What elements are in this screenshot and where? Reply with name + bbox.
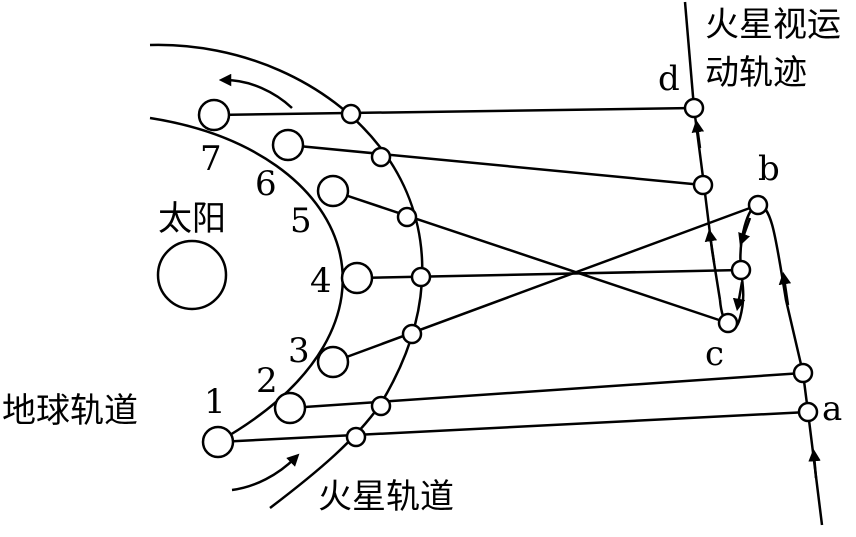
mars-track-label-line1: 火星视运	[705, 5, 841, 45]
earth-position-4	[340, 261, 374, 295]
mars-apparent-point-6	[692, 174, 714, 196]
earth-number-6: 6	[255, 164, 277, 204]
track-arrow-up-right	[778, 271, 792, 306]
mars-orbit-position-6	[370, 146, 392, 168]
mars-apparent-point-2	[792, 362, 814, 384]
earth-number-3: 3	[288, 331, 310, 371]
sun-label: 太阳	[158, 199, 226, 239]
sight-line-2	[289, 371, 804, 410]
track-arrow-down-c	[732, 281, 746, 312]
mars-track-label-line2: 动轨迹	[705, 53, 807, 93]
earth-position-1	[201, 425, 235, 459]
earth-number-1: 1	[204, 382, 226, 422]
earth-number-7: 7	[200, 139, 222, 179]
mars-orbit-markers	[340, 103, 432, 448]
mars-orbit-label: 火星轨道	[318, 477, 454, 517]
earth-orbit-direction-arrow	[218, 73, 293, 109]
track-arrow-up-top	[691, 119, 705, 149]
earth-position-2	[273, 391, 307, 425]
mars-point-a: a	[822, 389, 842, 429]
earth-number-4: 4	[310, 261, 332, 301]
track-line-upper	[683, 1, 696, 109]
mars-point-d: d	[658, 59, 680, 99]
sight-line-1	[217, 410, 809, 444]
mars-orbit-position-2	[370, 395, 392, 417]
track-arrow-up-lower	[808, 448, 821, 479]
mars-apparent-point-1	[797, 401, 819, 423]
earth-position-markers	[197, 98, 374, 459]
mars-orbit-position-4	[410, 266, 432, 288]
sun-icon	[156, 239, 228, 311]
earth-position-3	[316, 345, 350, 379]
earth-position-7	[197, 98, 231, 132]
mars-orbit-position-5	[396, 206, 418, 228]
mars-point-b: b	[758, 149, 780, 189]
earth-position-6	[271, 128, 305, 162]
earth-position-5	[316, 174, 350, 208]
track-arrow-down-b	[738, 217, 752, 246]
mars-point-c: c	[705, 334, 724, 374]
sight-line-7	[213, 106, 695, 117]
mars-apparent-point-7	[683, 97, 705, 119]
earth-orbit-label: 地球轨道	[2, 391, 138, 431]
mars-apparent-point-5	[717, 312, 739, 334]
mars-orbit-position-3	[401, 323, 423, 345]
earth-orbit-arc	[149, 116, 344, 444]
sight-line-3	[332, 203, 759, 364]
sight-lines	[213, 106, 809, 444]
mars-orbit-position-1	[345, 426, 367, 448]
mars-orbit-direction-arrow	[231, 453, 300, 492]
mars-apparent-point-4	[730, 259, 752, 281]
track-arrow-up-middle	[704, 228, 718, 263]
mars-apparent-point-3	[747, 194, 769, 216]
sight-line-5	[332, 189, 729, 325]
earth-number-5: 5	[290, 201, 312, 241]
mars-orbit-position-7	[340, 103, 362, 125]
earth-number-2: 2	[256, 361, 278, 401]
mars-apparent-markers	[683, 97, 819, 423]
sight-line-6	[287, 143, 704, 187]
